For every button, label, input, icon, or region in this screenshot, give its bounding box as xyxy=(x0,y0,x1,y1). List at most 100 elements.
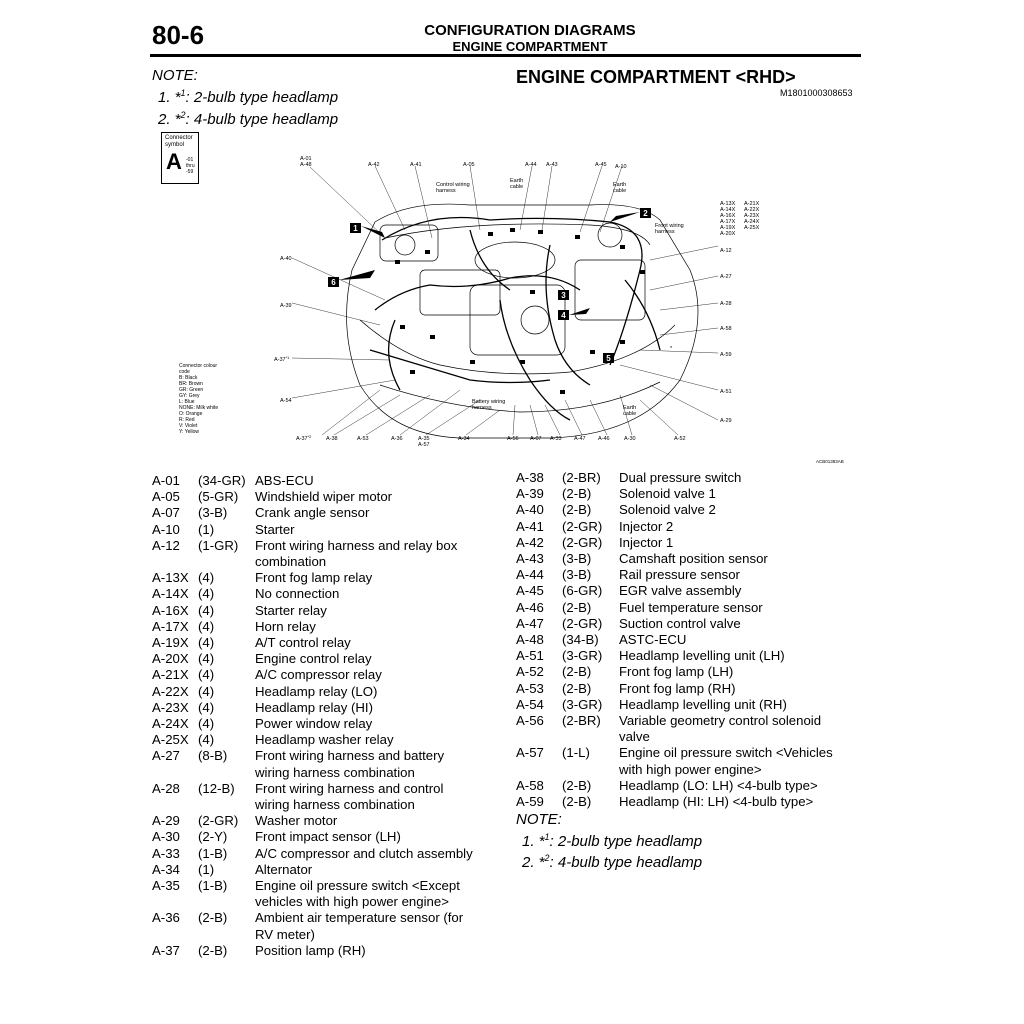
connector-description: Ambient air temperature sensor (for xyxy=(255,910,464,926)
label-front-wiring: Front wiring xyxy=(655,223,684,229)
connector-description-cont: wiring harness combination xyxy=(255,764,415,780)
connector-colour: (8-B) xyxy=(198,748,228,764)
connector-code: A-59 xyxy=(516,794,544,809)
connector-colour: (3-GR) xyxy=(562,648,603,664)
connector-colour: (4) xyxy=(198,667,215,683)
connector-list-row: A-34(1)Alternator xyxy=(152,862,492,878)
connector-description: Crank angle sensor xyxy=(255,505,370,521)
connector-list-row: A-22X(4)Headlamp relay (LO) xyxy=(152,684,492,700)
connector-description: Headlamp relay (LO) xyxy=(255,683,378,699)
label-a43: A-43 xyxy=(546,162,558,168)
connector-colour: (4) xyxy=(198,618,215,634)
connector-code: A-43 xyxy=(516,551,544,566)
label-a37-2: A-37*2 xyxy=(296,434,312,442)
connector-description: Headlamp relay (HI) xyxy=(255,699,373,715)
page-number: 80-6 xyxy=(152,20,205,50)
callout-6: 6 xyxy=(328,270,375,287)
callout-label-4: 4 xyxy=(561,311,566,320)
callout-3: 3 xyxy=(558,290,569,300)
engine-bay-outline xyxy=(346,203,699,439)
connector-code: A-17X xyxy=(152,618,189,634)
label-a20x: A-20X xyxy=(720,231,736,237)
connector-list-row: A-54(3-GR)Headlamp levelling unit (RH) xyxy=(516,697,861,713)
label-a34: A-34 xyxy=(458,436,470,442)
connector-code: A-42 xyxy=(516,534,544,550)
label-earth-cable-1b: cable xyxy=(510,184,523,190)
connector-colour: (2-B) xyxy=(562,486,592,502)
connector-symbol-label-2: symbol xyxy=(165,142,185,148)
connector-list-row: A-58(2-B)Headlamp (LO: LH) <4-bulb type> xyxy=(516,778,861,794)
connector-colour: (2-Y) xyxy=(198,829,228,845)
connector-colour: (4) xyxy=(198,570,215,586)
callout-1: 1 xyxy=(350,223,385,238)
connector-colour: (1-B) xyxy=(198,878,228,893)
label-a27: A-27 xyxy=(720,274,732,280)
connector-list-row: A-27(8-B)Front wiring harness and batter… xyxy=(152,748,492,764)
connector-list-row: A-28(12-B)Front wiring harness and contr… xyxy=(152,781,492,797)
connector-code: A-47 xyxy=(516,615,544,631)
label-a58: A-58 xyxy=(720,326,732,332)
connector-description: A/C compressor relay xyxy=(255,667,382,683)
label-earth-cable-2b: cable xyxy=(613,188,626,194)
connector-list-row: A-24X(4)Power window relay xyxy=(152,716,492,732)
chapter-subtitle: ENGINE COMPARTMENT xyxy=(452,39,608,54)
connector-code: A-23X xyxy=(152,699,189,715)
label-a35: A-35 xyxy=(418,436,430,442)
connector-description: Position lamp (RH) xyxy=(255,942,366,958)
label-a56: A-56 xyxy=(507,436,519,442)
label-control-wiring-2: harness xyxy=(436,188,456,194)
label-a01: A-01 xyxy=(300,156,312,162)
connector-description-cont: RV meter) xyxy=(255,926,315,942)
label-a39: A-39 xyxy=(280,303,292,309)
colour-legend-item: V: Violet xyxy=(179,423,198,429)
connector-colour: (2-B) xyxy=(562,794,592,809)
connector-description: Rail pressure sensor xyxy=(619,567,740,583)
note-item-2: 2. *2: 4-bulb type headlamp xyxy=(158,110,339,128)
label-a40: A-40 xyxy=(280,256,292,262)
connector-list-row: A-35(1-B)Engine oil pressure switch <Exc… xyxy=(152,878,492,894)
connector-colour: (3-B) xyxy=(562,551,592,566)
label-battery-wiring: Battery wiring xyxy=(472,399,505,405)
engine-compartment-diagram: 1 2 3 4 5 6 A-01 xyxy=(179,156,844,464)
connector-list-row: A-05(5-GR)Windshield wiper motor xyxy=(152,489,492,505)
connector-description-cont: wiring harness combination xyxy=(255,797,415,812)
connector-list-row: A-44(3-B)Rail pressure sensor xyxy=(516,567,861,583)
connector-description: Fuel temperature sensor xyxy=(619,599,763,615)
connector-description: Engine control relay xyxy=(255,651,372,667)
connector-list-row: A-59(2-B)Headlamp (HI: LH) <4-bulb type> xyxy=(516,794,861,810)
connector-description: Engine oil pressure switch <Vehicles xyxy=(619,745,833,761)
connector-description: Power window relay xyxy=(255,716,373,731)
connector-list-row: A-01(34-GR)ABS-ECU xyxy=(152,473,492,489)
connector-colour: (1) xyxy=(198,521,215,537)
label-earth-cable-1: Earth xyxy=(510,178,523,184)
connector-list-row: A-13X(4)Front fog lamp relay xyxy=(152,570,492,586)
connector-code: A-54 xyxy=(516,696,544,712)
colour-legend-item: R: Red xyxy=(179,417,195,423)
chapter-title: CONFIGURATION DIAGRAMS xyxy=(424,22,636,39)
connector-list-row: A-56(2-BR)Variable geometry control sole… xyxy=(516,713,861,729)
connector-colour: (3-B) xyxy=(562,567,592,583)
connector-list-row: A-38(2-BR)Dual pressure switch xyxy=(516,470,861,486)
label-a37-1: A-37*1 xyxy=(274,355,290,363)
callout-label-3: 3 xyxy=(561,291,566,300)
connector-colour: (2-B) xyxy=(562,777,592,793)
label-a38: A-38 xyxy=(326,436,338,442)
connector-list-row: A-33(1-B)A/C compressor and clutch assem… xyxy=(152,846,492,862)
connector-list-row: A-51(3-GR)Headlamp levelling unit (LH) xyxy=(516,648,861,664)
connector-code: A-40 xyxy=(516,502,544,518)
connector-colour: (2-GR) xyxy=(198,813,239,829)
connector-description: Starter relay xyxy=(255,602,327,618)
connector-list-row: A-29(2-GR)Washer motor xyxy=(152,813,492,829)
label-battery-wiring-2: harness xyxy=(472,405,492,411)
connector-list-row: A-46(2-B)Fuel temperature sensor xyxy=(516,600,861,616)
connector-code: A-12 xyxy=(152,537,180,553)
connector-description: Front wiring harness and relay box xyxy=(255,537,458,553)
colour-legend-item: GY: Grey xyxy=(179,393,200,399)
connector-description: Front wiring harness and battery xyxy=(255,748,445,764)
label-a29: A-29 xyxy=(720,418,732,424)
label-a19x: A-19X xyxy=(720,225,736,231)
colour-legend-item: BR: Brown xyxy=(179,381,203,387)
connector-description: Front fog lamp (RH) xyxy=(619,680,736,696)
connector-colour: (3-B) xyxy=(198,505,228,521)
